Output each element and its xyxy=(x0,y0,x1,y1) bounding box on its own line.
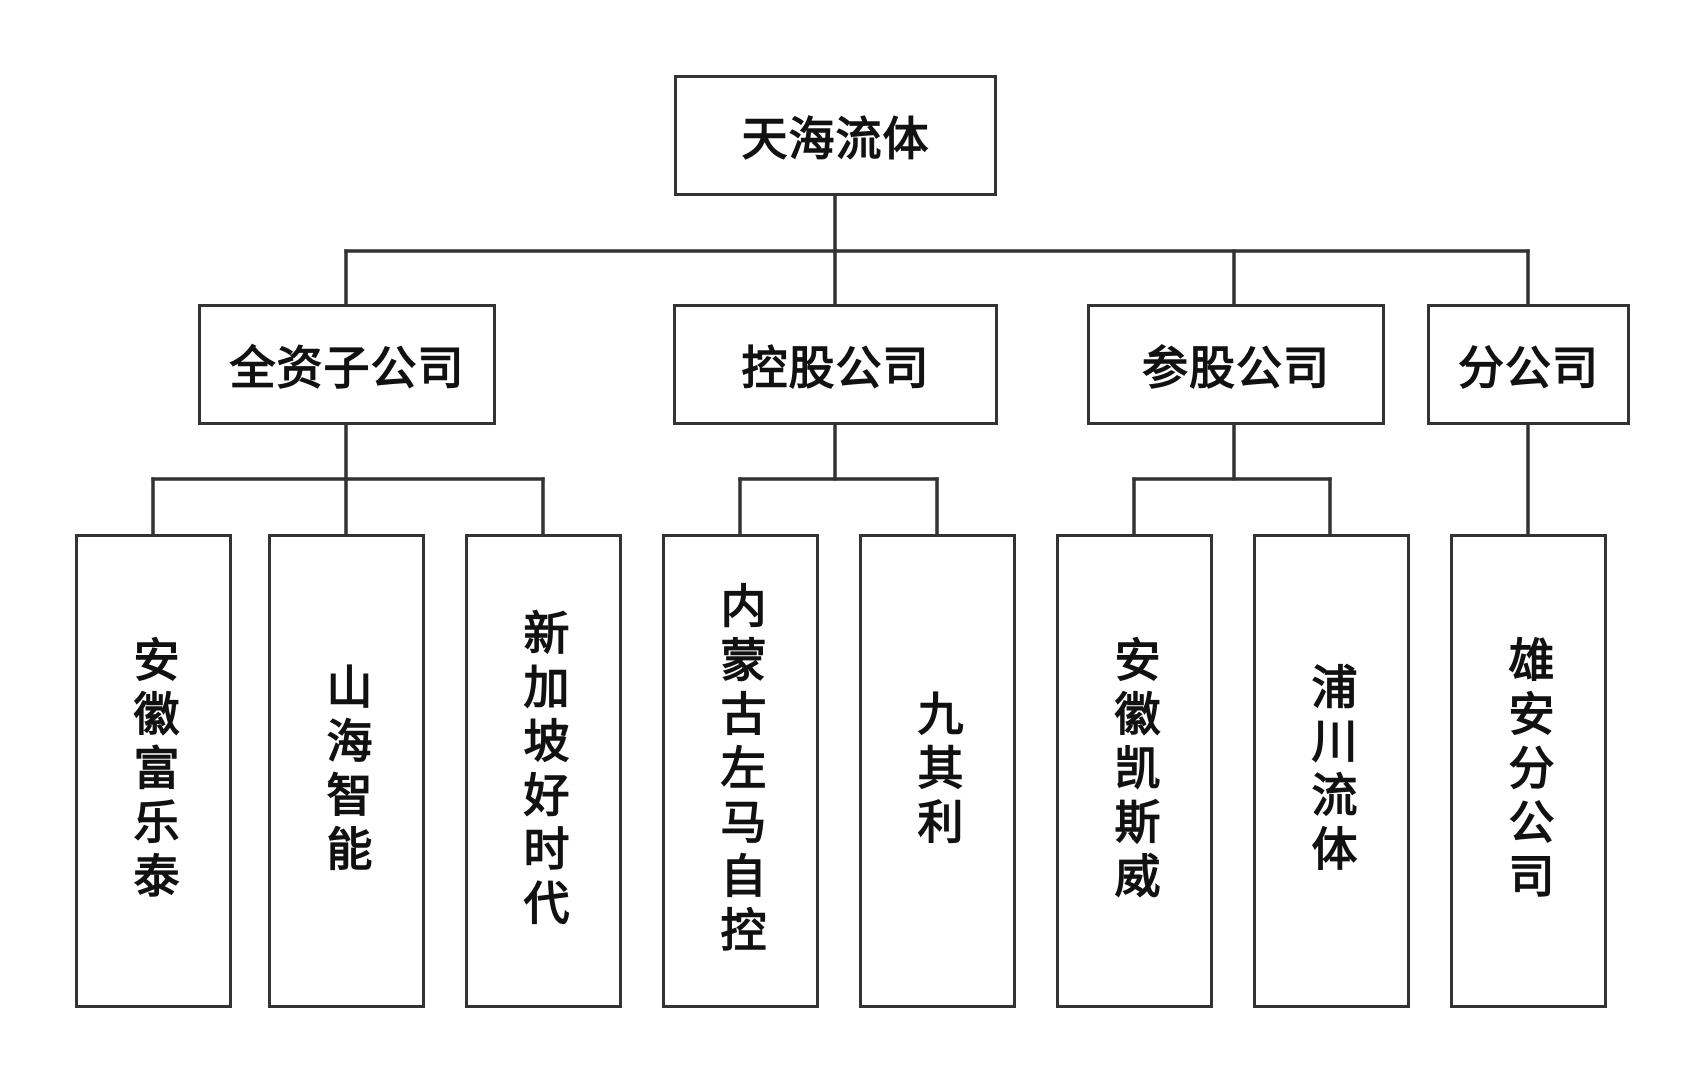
category-label: 控股公司 xyxy=(741,340,930,395)
category-minority-stake: 参股公司 xyxy=(1087,304,1385,425)
leaf-node: 新加坡好时代 xyxy=(465,534,622,1008)
leaf-label: 安徽凯斯威 xyxy=(1107,636,1162,906)
category-branch: 分公司 xyxy=(1427,304,1630,425)
leaf-node: 山海智能 xyxy=(268,534,425,1008)
leaf-node: 内蒙古左马自控 xyxy=(662,534,819,1008)
root-label: 天海流体 xyxy=(741,111,930,166)
leaf-node: 浦川流体 xyxy=(1253,534,1410,1008)
category-wholly-owned: 全资子公司 xyxy=(198,304,496,425)
leaf-node: 安徽凯斯威 xyxy=(1056,534,1213,1008)
root-node: 天海流体 xyxy=(674,75,997,196)
leaf-label: 内蒙古左马自控 xyxy=(713,582,768,960)
leaf-label: 浦川流体 xyxy=(1304,663,1359,879)
category-holding: 控股公司 xyxy=(673,304,998,425)
leaf-node: 雄安分公司 xyxy=(1450,534,1607,1008)
leaf-node: 九其利 xyxy=(859,534,1016,1008)
category-label: 分公司 xyxy=(1458,340,1599,395)
leaf-label: 新加坡好时代 xyxy=(516,609,571,933)
leaf-label: 九其利 xyxy=(910,690,965,852)
leaf-label: 雄安分公司 xyxy=(1501,636,1556,906)
leaf-label: 安徽富乐泰 xyxy=(126,636,181,906)
leaf-node: 安徽富乐泰 xyxy=(75,534,232,1008)
category-label: 参股公司 xyxy=(1142,340,1330,395)
category-label: 全资子公司 xyxy=(229,340,465,395)
leaf-label: 山海智能 xyxy=(319,663,374,879)
